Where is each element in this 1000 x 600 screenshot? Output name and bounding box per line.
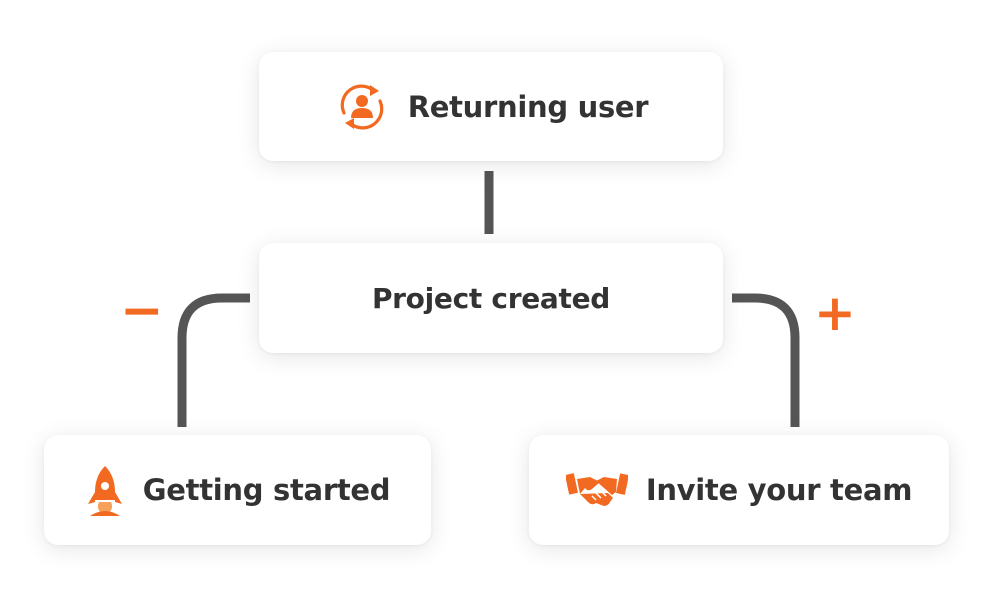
node-getting-started: Getting started [44,435,431,545]
node-invite-your-team: Invite your team [529,435,949,545]
returning-user-icon [334,79,390,135]
node-project-created: Project created [259,243,723,353]
node-label: Getting started [142,473,391,507]
node-returning-user: Returning user [259,52,723,161]
negative-branch-sign: − [120,281,164,341]
handshake-icon [565,468,628,512]
node-label: Project created [371,281,611,315]
positive-branch-sign: + [814,284,856,342]
rocket-icon [85,462,125,518]
connector-project-to-getting-started [177,293,250,427]
node-label: Invite your team [645,473,913,507]
node-label: Returning user [407,89,649,124]
connector-project-to-invite-team [732,293,800,427]
